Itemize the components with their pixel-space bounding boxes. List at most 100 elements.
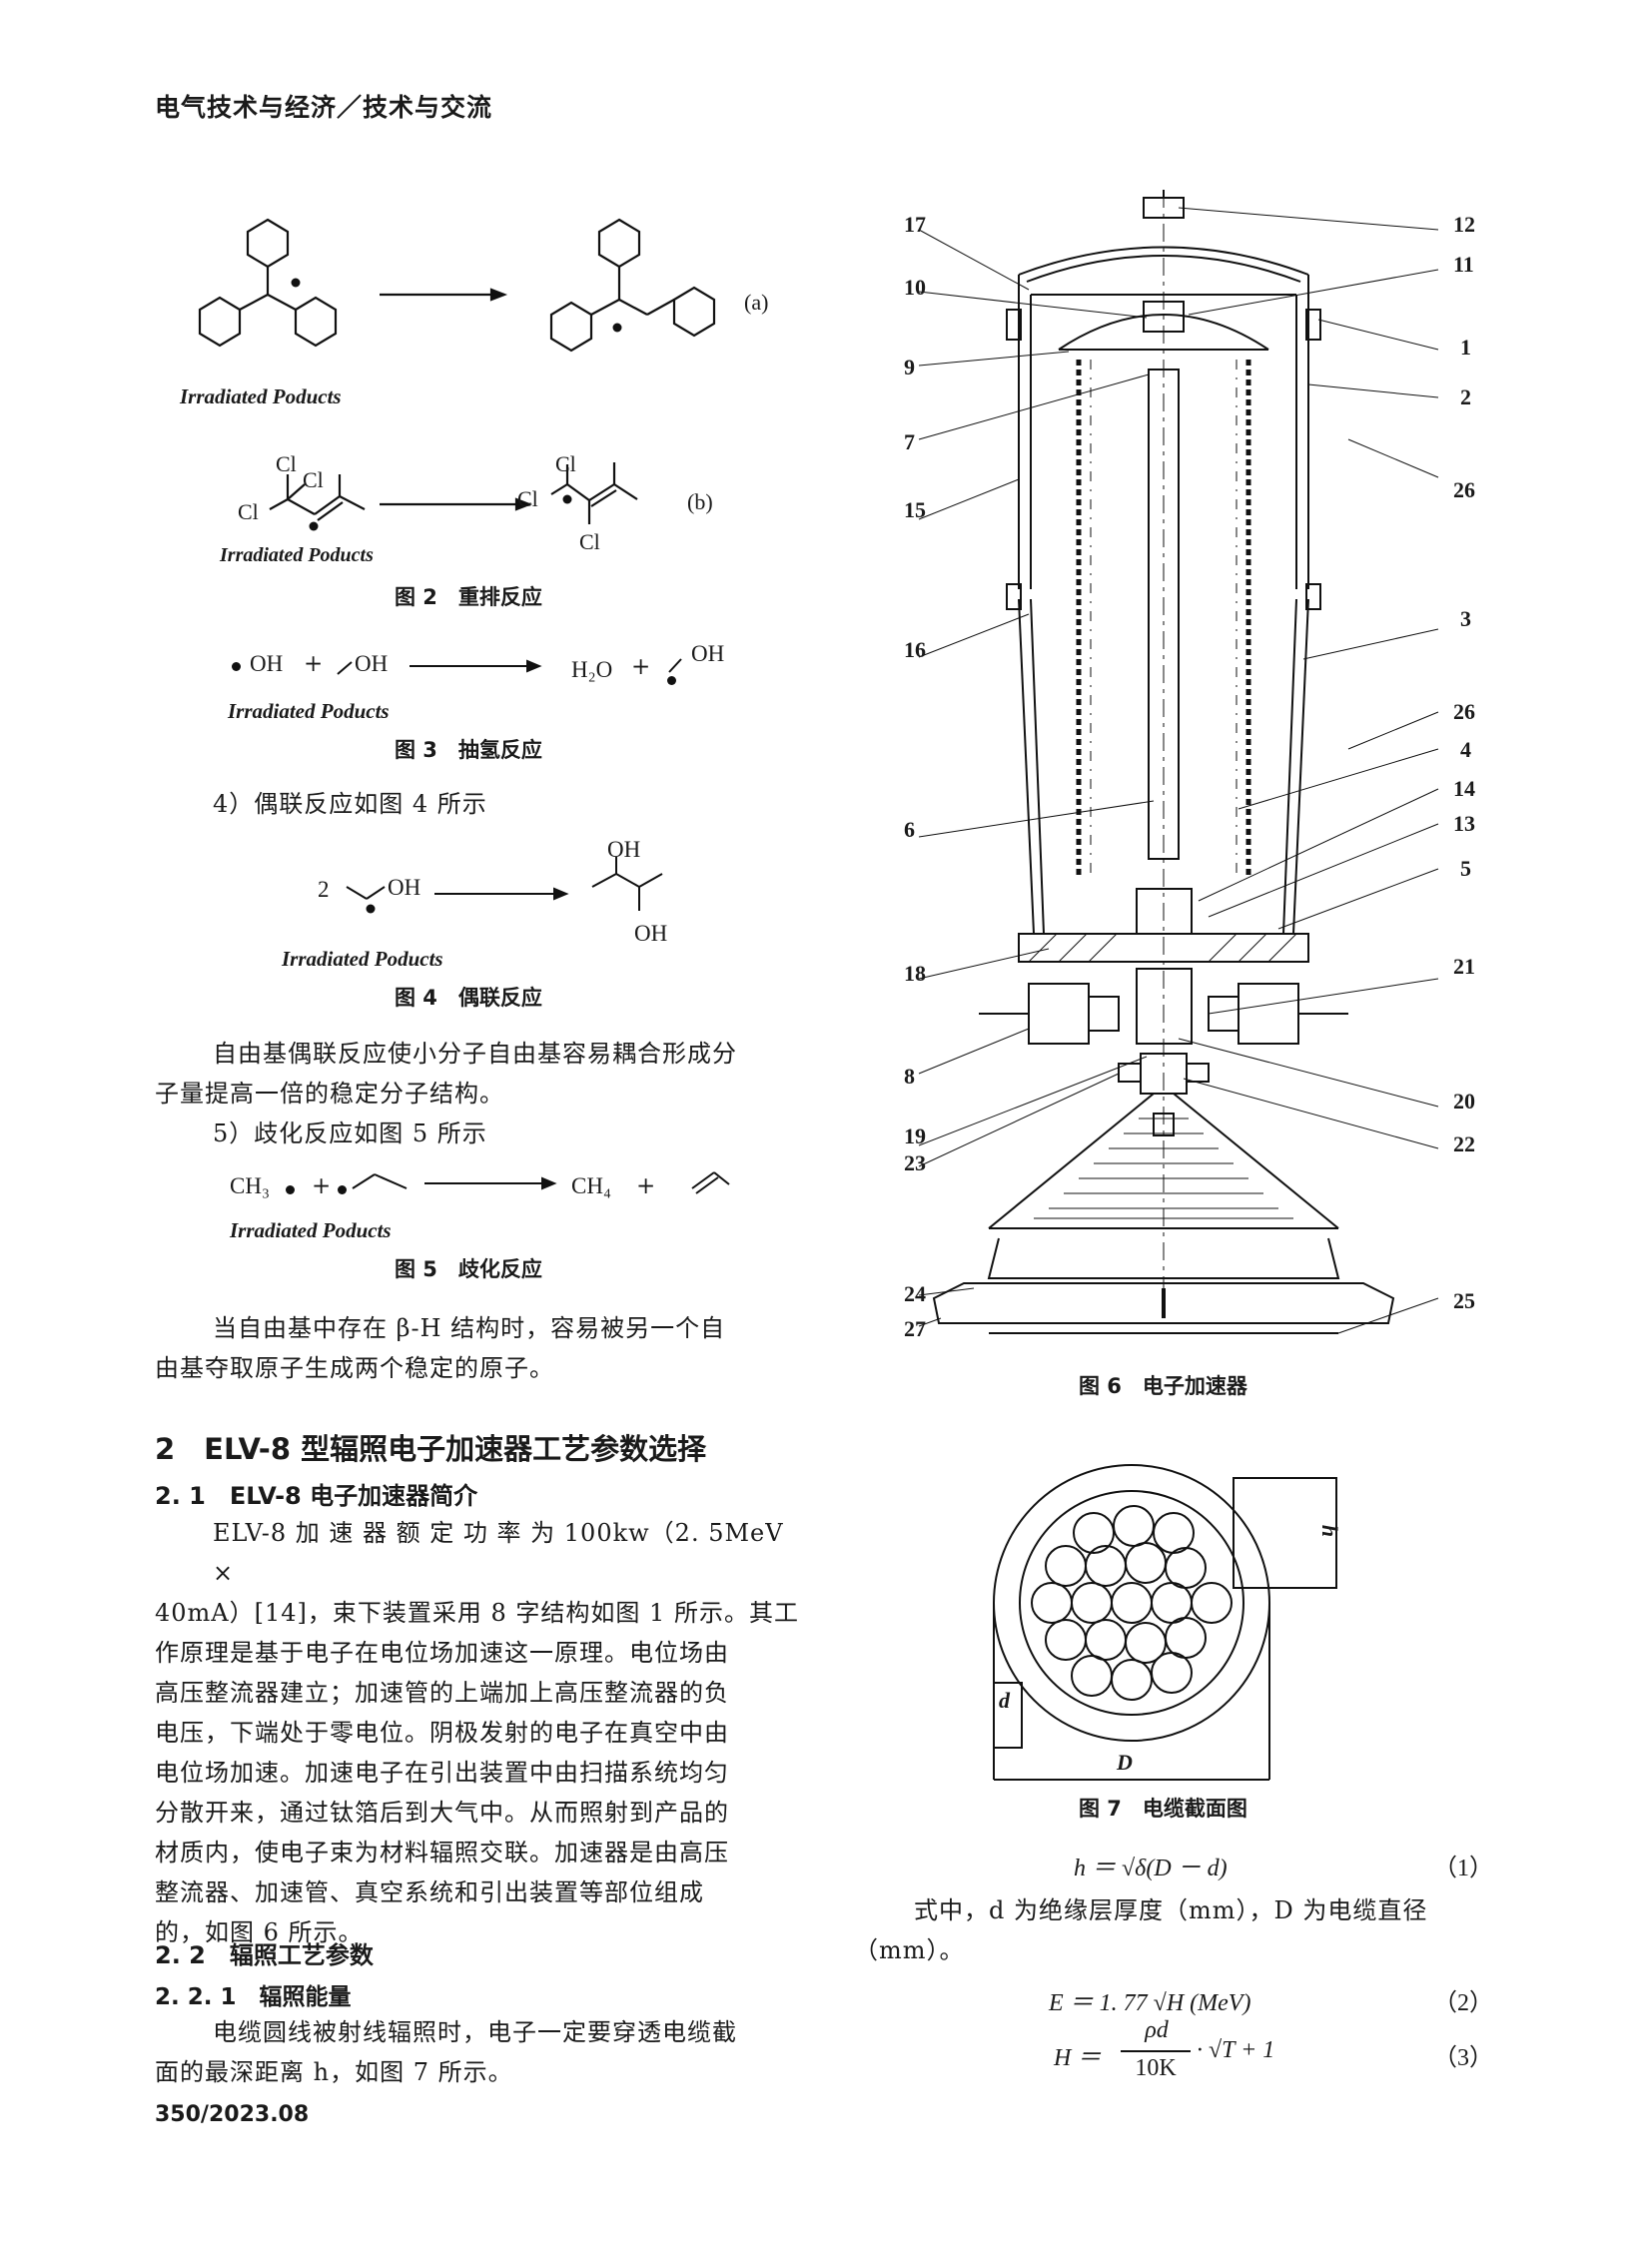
para-energy-2: 面的最深距离 h，如图 7 所示。: [155, 2058, 513, 2086]
para-elv-line-9: 整流器、加速管、真空系统和引出装置等部位组成: [155, 1878, 704, 1906]
fig4-caption: 图 4 偶联反应: [395, 986, 542, 1010]
equation-2: E ＝ 1. 77 √H (MeV): [1049, 1990, 1251, 2016]
fig5-irradiated: Irradiated Poducts: [230, 1218, 392, 1242]
para-elv-line-6: 电位场加速。加速电子在引出装置中由扫描系统均匀: [155, 1759, 729, 1787]
equation-1-number: （1）: [1433, 1856, 1493, 1881]
section-221-heading: 2. 2. 1 辐照能量: [155, 1984, 352, 2010]
fig6-label-17: 17: [904, 212, 926, 237]
fig2a-irradiated: Irradiated Poducts: [180, 384, 342, 408]
para-betah-1: 当自由基中存在 β-H 结构时，容易被另一个自: [213, 1314, 726, 1342]
fig4-reaction: [346, 857, 663, 914]
fig2b-cl-3: Cl: [238, 499, 259, 524]
fig6-label-20: 20: [1453, 1089, 1475, 1114]
para-elv-line-2: 40mA）[14]，束下装置采用 8 字结构如图 1 所示。其工: [155, 1599, 799, 1627]
para-coupling-cont: 子量提高一倍的稳定分子结构。: [155, 1080, 504, 1108]
para-elv: ELV-8 加 速 器 额 定 功 率 为 100kw（2. 5MeV × 40…: [155, 1513, 804, 1952]
fig4-coef: 2: [318, 877, 330, 902]
equation-3-lhs: H ＝: [1054, 2045, 1102, 2071]
para-elv-line-1: ELV-8 加 速 器 额 定 功 率 为 100kw（2. 5MeV ×: [213, 1519, 784, 1587]
fig6-label-26a: 26: [1453, 477, 1475, 502]
fig6-label-26b: 26: [1453, 699, 1475, 724]
fig6-label-19: 19: [904, 1123, 926, 1148]
fig6-label-11: 11: [1453, 252, 1474, 277]
fig6-label-3: 3: [1460, 606, 1471, 631]
equation-3-fraction-bar: [1121, 2050, 1191, 2052]
fig2a-label: (a): [744, 290, 769, 315]
fig6-label-7: 7: [904, 429, 915, 454]
fig2b-cl-2: Cl: [303, 467, 324, 492]
para-betah-2: 由基夺取原子生成两个稳定的原子。: [155, 1354, 554, 1382]
fig2b-cl-1: Cl: [276, 451, 297, 476]
para-coupling: 自由基偶联反应使小分子自由基容易耦合形成分: [213, 1034, 812, 1074]
para-coupling-line: 自由基偶联反应使小分子自由基容易耦合形成分: [213, 1040, 737, 1068]
fig3-radical-dot-1: [232, 662, 241, 671]
fig2b-label: (b): [687, 489, 713, 514]
section-2-heading: 2 ELV-8 型辐照电子加速器工艺参数选择: [155, 1432, 707, 1466]
equation-3-numerator: ρd: [1145, 2017, 1169, 2043]
fig3-oh-1: OH: [250, 651, 284, 676]
fig5-plus-1: +: [312, 1173, 332, 1199]
fig6-label-23: 23: [904, 1150, 926, 1175]
fig5-caption: 图 5 歧化反应: [395, 1257, 542, 1281]
fig6-label-18: 18: [904, 961, 926, 986]
equation-1: h ＝ √δ(D － d): [1074, 1856, 1228, 1881]
running-header: 电气技术与经济／技术与交流: [155, 93, 493, 122]
fig6-label-8: 8: [904, 1064, 915, 1089]
fig6-label-15: 15: [904, 497, 926, 522]
para-elv-line-7: 分散开来，通过钛箔后到大气中。从而照射到产品的: [155, 1799, 729, 1827]
fig2b-cl-5: Cl: [517, 486, 538, 511]
fig2-caption: 图 2 重排反应: [395, 585, 542, 609]
fig4-oh-3: OH: [634, 921, 668, 946]
fig5-ch3: CH₃: [230, 1173, 270, 1198]
section-22-heading: 2. 2 辐照工艺参数: [155, 1941, 374, 1969]
equation-3-number: （3）: [1433, 2045, 1493, 2071]
fig6-label-24: 24: [904, 1281, 926, 1306]
fig6-label-21: 21: [1453, 954, 1475, 979]
fig5-plus-2: +: [636, 1173, 656, 1199]
fig6-label-4: 4: [1460, 737, 1471, 762]
step5-text: 5）歧化反应如图 5 所示: [213, 1120, 487, 1147]
fig5-dot-1: [286, 1185, 295, 1194]
fig7-d-label: d: [999, 1688, 1010, 1713]
fig7-caption: 图 7 电缆截面图: [1079, 1797, 1247, 1821]
fig5-reaction: [352, 1171, 730, 1194]
para-elv-line-4: 高压整流器建立；加速管的上端加上高压整流器的负: [155, 1679, 729, 1707]
fig6-label-10: 10: [904, 275, 926, 300]
fig3-reaction: [337, 658, 682, 675]
para-elv-line-3: 作原理是基于电子在电位场加速这一原理。电位场由: [155, 1639, 729, 1667]
fig2b-cl-4: Cl: [555, 451, 576, 476]
fig3-plus-2: +: [631, 654, 651, 680]
fig2a-reaction: [198, 218, 716, 353]
para-elv-line-5: 电压，下端处于零电位。阴极发射的电子在真空中由: [155, 1719, 729, 1747]
equation-3-rhs: · √T + 1: [1197, 2037, 1275, 2063]
para-where-1: 式中，d 为绝缘层厚度（mm），D 为电缆直径: [914, 1896, 1428, 1924]
fig6-label-9: 9: [904, 355, 915, 379]
fig6-label-27: 27: [904, 1316, 926, 1341]
fig3-oh-2: OH: [355, 651, 389, 676]
fig4-oh-2: OH: [607, 837, 641, 862]
fig7-h-label: h: [1317, 1524, 1343, 1538]
fig5-ch4: CH₄: [571, 1173, 611, 1198]
section-21-heading: 2. 1 ELV-8 电子加速器简介: [155, 1482, 478, 1510]
fig7-D-label: D: [1117, 1750, 1133, 1775]
fig6-label-2: 2: [1460, 384, 1471, 409]
fig6-label-14: 14: [1453, 776, 1475, 801]
fig6-caption: 图 6 电子加速器: [1079, 1374, 1247, 1398]
step4-text: 4）偶联反应如图 4 所示: [213, 790, 487, 818]
fig6-label-5: 5: [1460, 856, 1471, 881]
fig3-h2o: H₂O: [571, 657, 613, 682]
page-footer: 350/2023.08: [155, 2102, 310, 2127]
fig4-irradiated: Irradiated Poducts: [282, 947, 443, 971]
fig3-plus-1: +: [304, 651, 324, 677]
fig4-oh-1: OH: [388, 875, 421, 900]
fig2b-cl-6: Cl: [579, 529, 600, 554]
fig7-cable-section: [993, 1464, 1337, 1781]
fig3-caption: 图 3 抽氢反应: [395, 738, 542, 762]
fig6-label-22: 22: [1453, 1131, 1475, 1156]
fig6-label-13: 13: [1453, 811, 1475, 836]
fig2b-reaction: [269, 462, 638, 531]
fig5-dot-2: [338, 1185, 347, 1194]
fig6-label-1: 1: [1460, 335, 1471, 360]
fig3-radical-dot-2: [667, 676, 676, 685]
para-energy-1: 电缆圆线被射线辐照时，电子一定要穿透电缆截: [213, 2018, 737, 2046]
